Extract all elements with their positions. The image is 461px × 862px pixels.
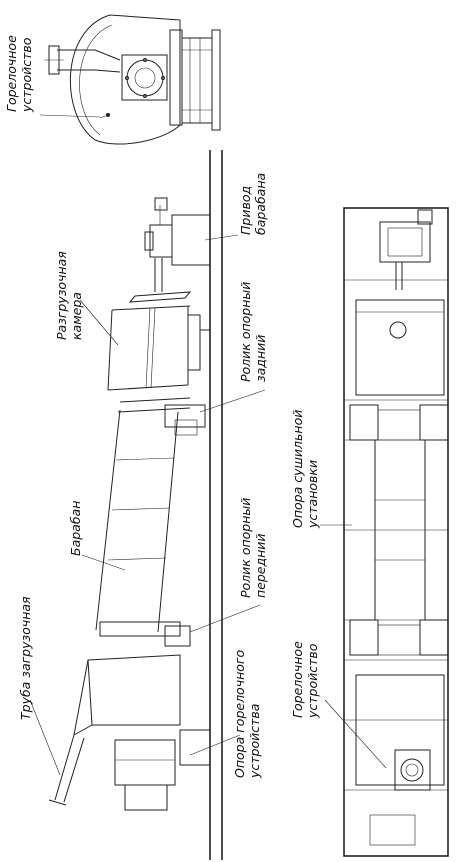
label-drum: Барабан	[68, 500, 83, 556]
leader-lines	[29, 114, 387, 776]
plan-view	[343, 207, 449, 857]
label-loading-pipe: Труба загрузочная	[18, 596, 33, 720]
side-view	[48, 150, 223, 860]
burner-end-view	[44, 14, 221, 145]
